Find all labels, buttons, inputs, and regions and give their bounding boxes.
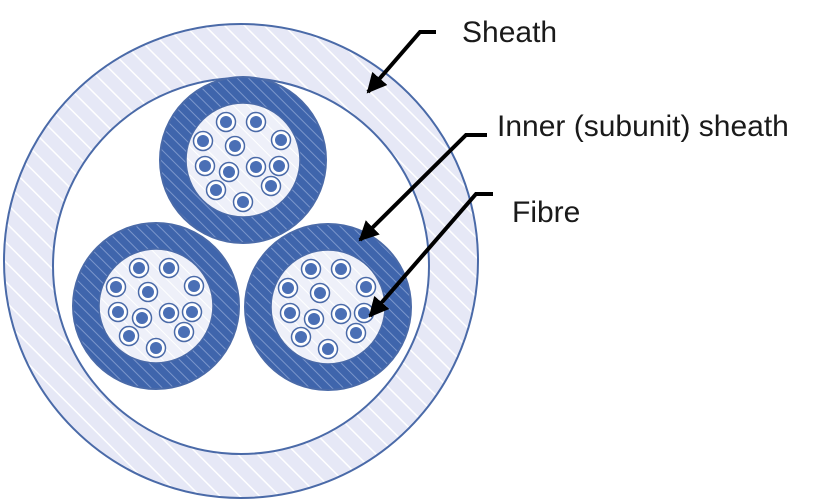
- fibre: [158, 257, 180, 279]
- fibre: [270, 129, 292, 151]
- sheath-label: Sheath: [462, 16, 557, 49]
- fibre: [224, 135, 246, 157]
- callout-arrows: [358, 30, 493, 318]
- fibre: [194, 155, 216, 177]
- fibre: [183, 275, 205, 297]
- inner-sheath-label: Inner (subunit) sheath: [497, 110, 789, 143]
- fibre: [205, 179, 227, 201]
- fibre: [173, 321, 195, 343]
- fibre: [260, 175, 282, 197]
- fibre: [279, 302, 301, 324]
- fibre: [192, 130, 214, 152]
- fibre: [290, 326, 312, 348]
- fibre: [309, 282, 331, 304]
- fibre: [300, 258, 322, 280]
- subunit-bottom-right: [244, 223, 412, 391]
- subunit-bottom-left: [72, 222, 240, 390]
- fibre: [345, 322, 367, 344]
- fibre: [330, 303, 352, 325]
- fibre: [317, 338, 339, 360]
- fibre: [277, 277, 299, 299]
- fibre: [245, 156, 267, 178]
- fibre: [107, 301, 129, 323]
- fibre: [330, 258, 352, 280]
- fibre: [131, 307, 153, 329]
- sheath-arrow: [366, 30, 436, 94]
- subunit-group: [72, 76, 412, 391]
- fibre: [303, 308, 325, 330]
- fibre-arrow: [368, 192, 493, 318]
- fibre: [128, 257, 150, 279]
- fibre: [145, 337, 167, 359]
- fibre: [158, 302, 180, 324]
- fibre: [245, 111, 267, 133]
- fibre-label: Fibre: [512, 196, 580, 229]
- fibre: [355, 276, 377, 298]
- fibre: [105, 276, 127, 298]
- fibre: [218, 161, 240, 183]
- fibre: [232, 191, 254, 213]
- fibre: [118, 325, 140, 347]
- fibre: [137, 281, 159, 303]
- fibre: [181, 301, 203, 323]
- fibre: [268, 155, 290, 177]
- subunit-top: [159, 76, 327, 244]
- fibre: [215, 111, 237, 133]
- inner-sheath-arrow: [358, 133, 487, 242]
